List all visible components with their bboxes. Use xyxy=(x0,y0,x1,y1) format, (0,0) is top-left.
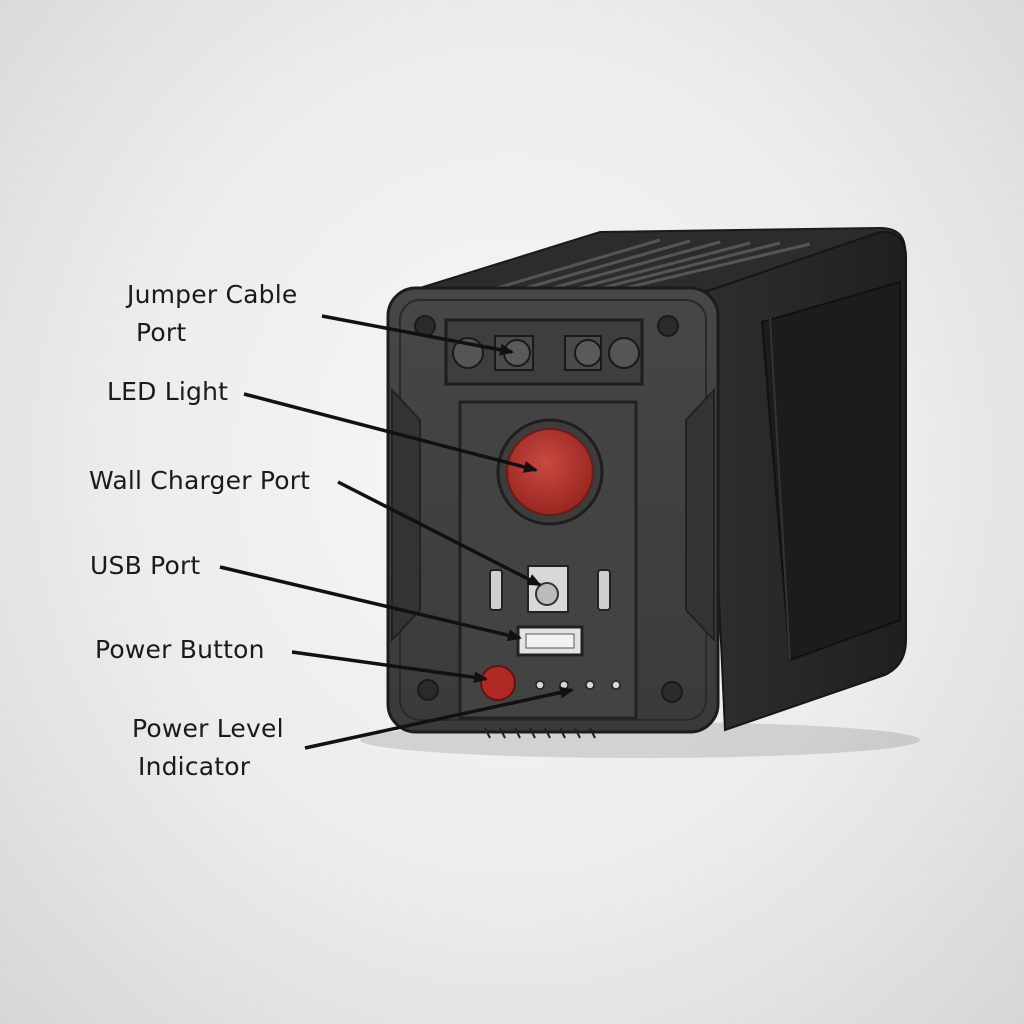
label-led-light: LED Light xyxy=(107,373,228,411)
label-line: Indicator xyxy=(138,752,251,781)
usb-port-socket xyxy=(516,625,584,657)
label-power-level-indicator: Power Level Indicator xyxy=(132,710,284,786)
label-line: Jumper Cable xyxy=(127,280,298,309)
top-vent-grille xyxy=(489,238,811,296)
label-wall-charger-port: Wall Charger Port xyxy=(89,462,310,500)
arrow-led-light xyxy=(243,392,538,473)
arrow-power-level-indicator xyxy=(304,686,574,750)
label-line: Wall Charger Port xyxy=(89,466,311,495)
arrow-power-button xyxy=(291,650,488,684)
led-light-lens xyxy=(496,418,604,526)
device-side xyxy=(703,230,907,732)
device-top xyxy=(419,226,907,296)
jumper-cable-terminals xyxy=(444,318,644,386)
label-line: Port xyxy=(136,318,187,347)
arrow-jumper-cable-port xyxy=(321,314,514,356)
label-line: Power Button xyxy=(95,635,265,664)
label-line: Power Level xyxy=(132,714,284,743)
power-button-cap xyxy=(480,665,516,701)
callout-arrows xyxy=(219,314,574,750)
label-power-button: Power Button xyxy=(95,631,265,669)
arrow-wall-charger-port xyxy=(337,480,542,587)
corner-screws xyxy=(414,315,683,703)
arrow-usb-port xyxy=(219,565,522,642)
label-line: LED Light xyxy=(107,377,229,406)
label-usb-port: USB Port xyxy=(90,547,200,585)
label-jumper-cable-port: Jumper Cable Port xyxy=(127,276,297,352)
wall-charger-jack xyxy=(489,565,611,613)
label-line: USB Port xyxy=(90,551,201,580)
